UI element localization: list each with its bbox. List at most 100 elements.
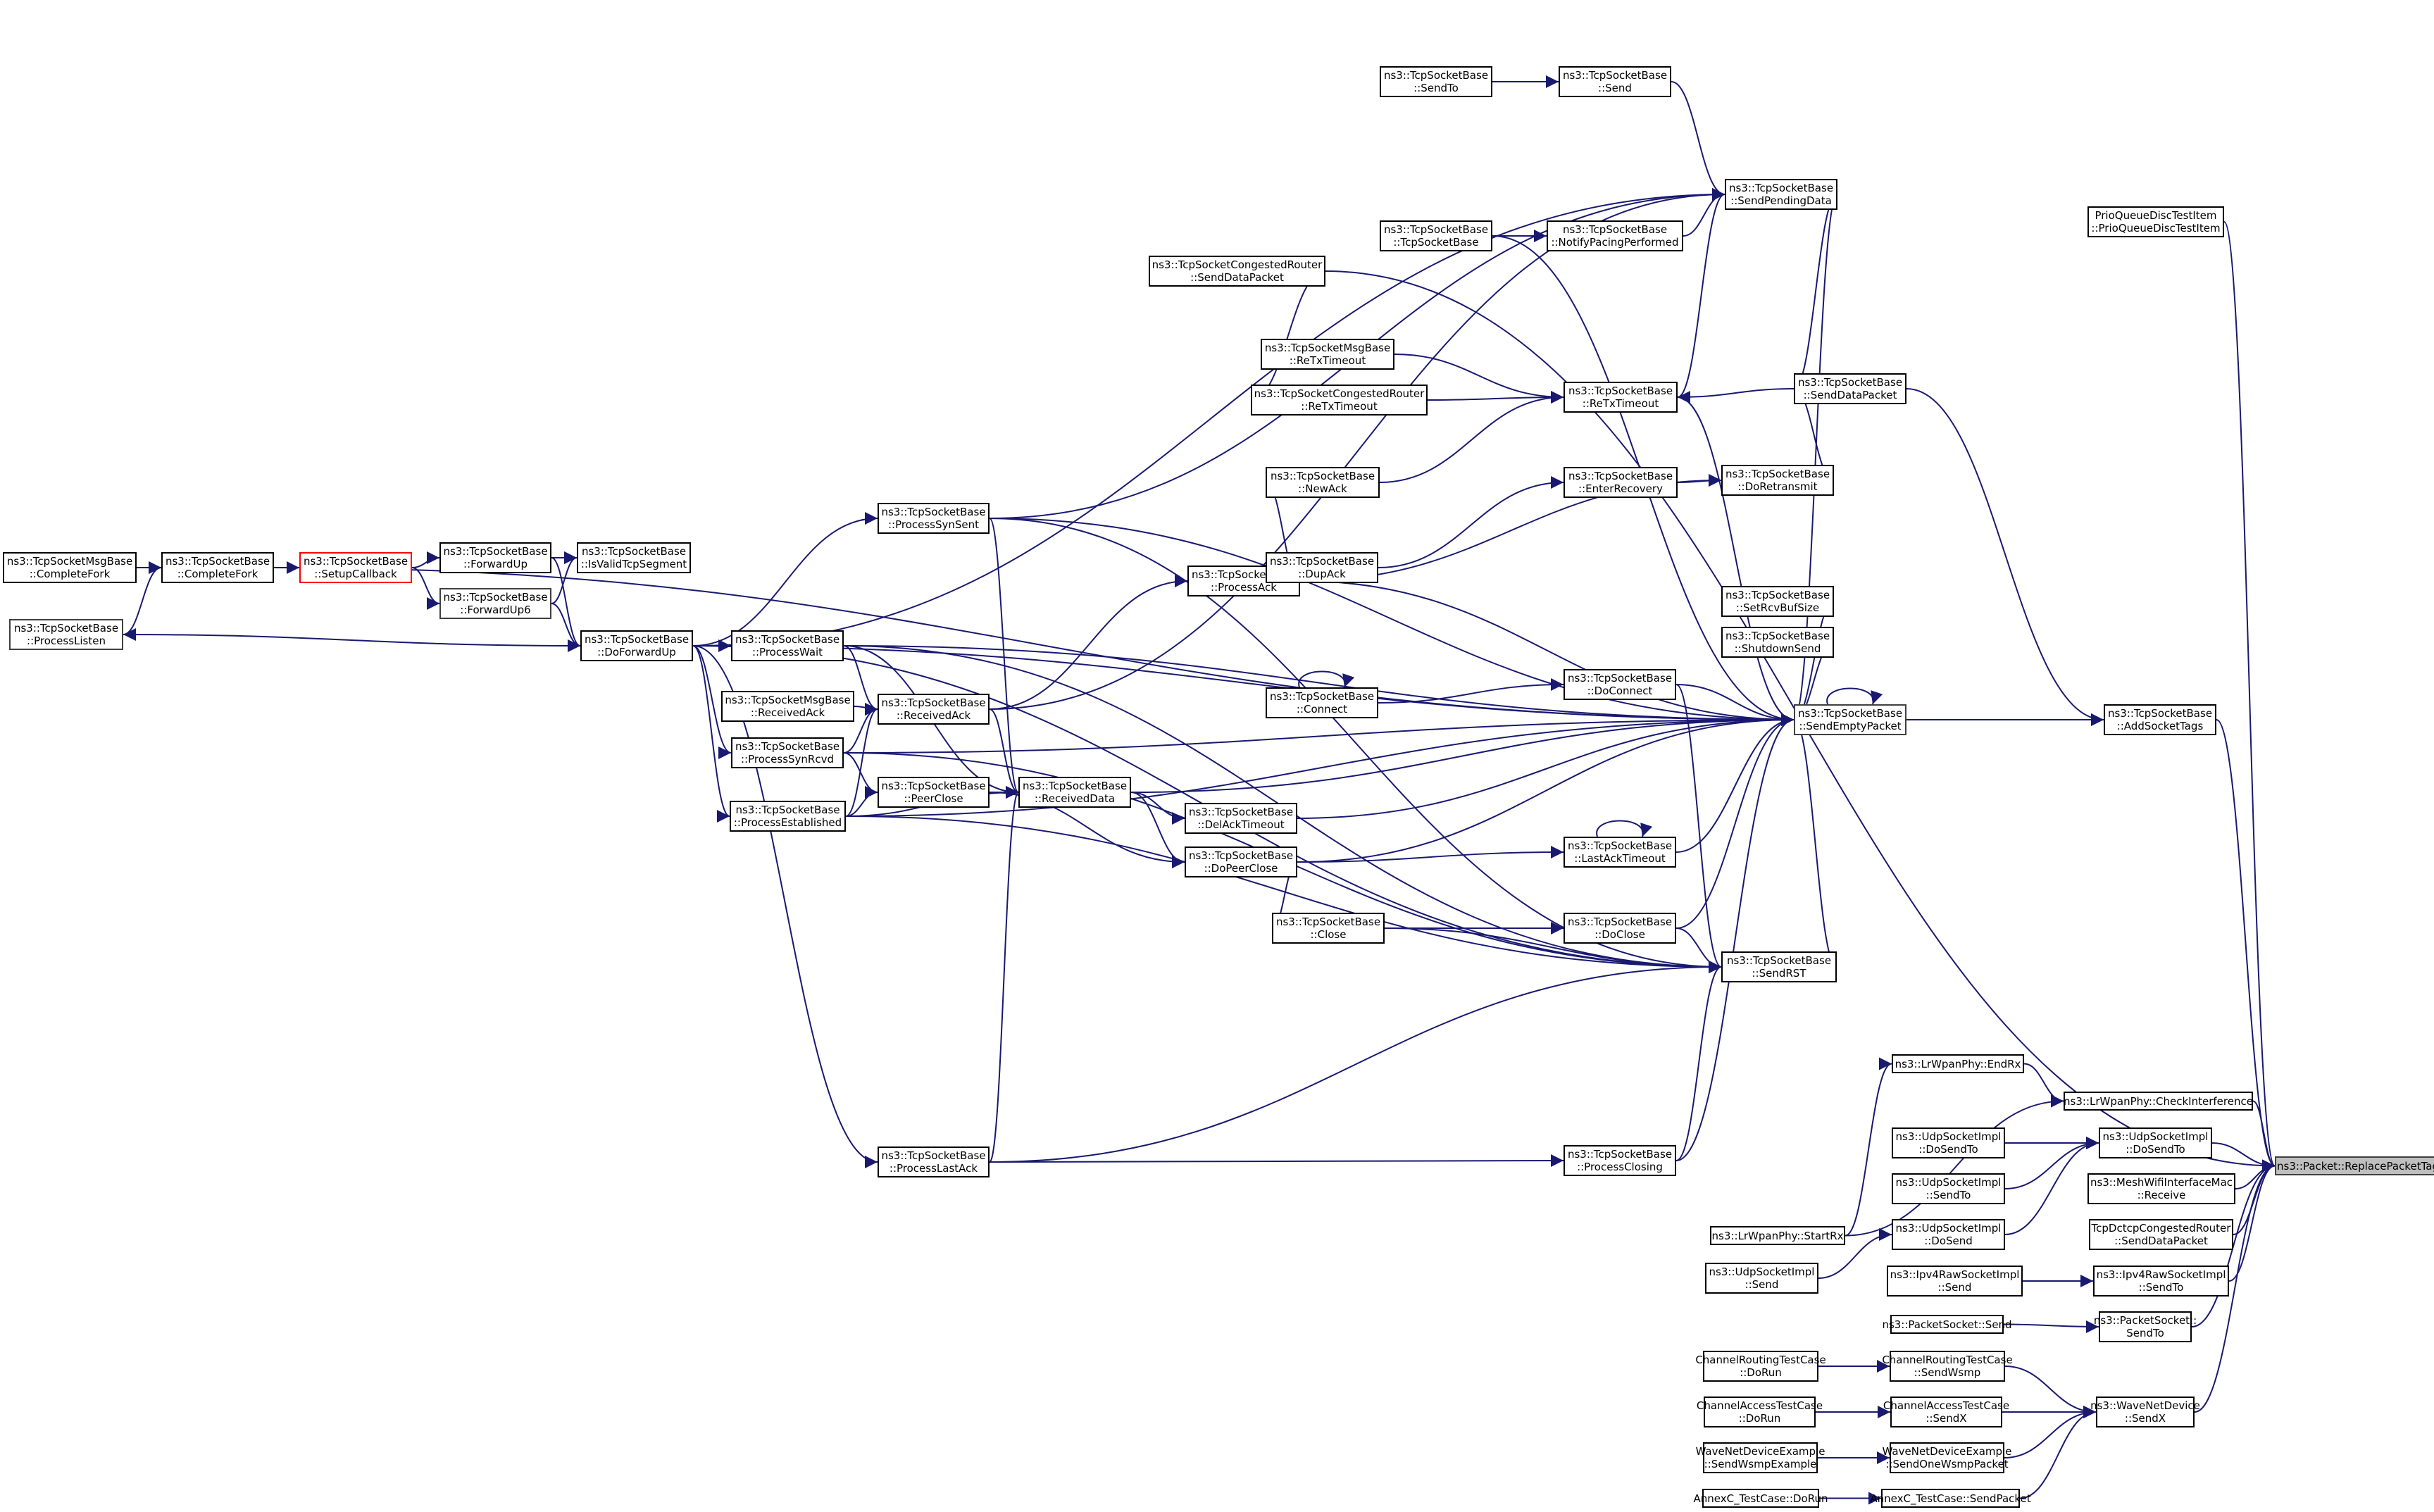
- edge-packetsocket_send-to-packetsocket_sendto: [2003, 1320, 2099, 1333]
- node-processwait[interactable]: ns3::TcpSocketBase::ProcessWait: [731, 630, 844, 661]
- node-lrwpanphy-checkinterference[interactable]: ns3::LrWpanPhy::CheckInterference: [2064, 1092, 2253, 1111]
- node-dupack[interactable]: ns3::TcpSocketBase::DupAck: [1266, 552, 1378, 583]
- node-setrcvbufsize[interactable]: ns3::TcpSocketBase::SetRcvBufSize: [1721, 586, 1834, 617]
- node-channelroutingtestcase-dorun[interactable]: ChannelRoutingTestCase::DoRun: [1695, 1351, 1826, 1382]
- node-sendpendingdata[interactable]: ns3::TcpSocketBase::SendPendingData: [1725, 179, 1837, 210]
- node-processestablished[interactable]: ns3::TcpSocketBase::ProcessEstablished: [730, 801, 846, 832]
- node-processclosing[interactable]: ns3::TcpSocketBase::ProcessClosing: [1564, 1145, 1676, 1176]
- edge-doforwardup-to-sendemptypacket: [692, 645, 1795, 726]
- node-udpsocketimpl-dosend[interactable]: ns3::UdpSocketImpl::DoSend: [1892, 1219, 2005, 1250]
- node-label-line: ns3::LrWpanPhy::CheckInterference: [2064, 1094, 2253, 1108]
- node-channelaccesstestcase-sendx[interactable]: ChannelAccessTestCase::SendX: [1883, 1397, 2009, 1427]
- node-congestedrouter-senddatapacket[interactable]: ns3::TcpSocketCongestedRouter::SendDataP…: [1149, 256, 1325, 287]
- node-label-line: ns3::TcpSocketBase: [735, 804, 840, 816]
- node-peerclose[interactable]: ns3::TcpSocketBase::PeerClose: [878, 777, 990, 808]
- node-label-line: ns3::TcpSocketBase: [1562, 69, 1668, 82]
- node-receivedack[interactable]: ns3::TcpSocketBase::ReceivedAck: [878, 694, 990, 725]
- node-send[interactable]: ns3::TcpSocketBase::Send: [1559, 66, 1671, 97]
- node-wavenetdeviceexample-sendonewsmppacket[interactable]: WaveNetDeviceExample::SendOneWsmpPacket: [1883, 1442, 2011, 1473]
- node-doclose[interactable]: ns3::TcpSocketBase::DoClose: [1564, 913, 1676, 944]
- node-sendemptypacket[interactable]: ns3::TcpSocketBase::SendEmptyPacket: [1794, 704, 1906, 735]
- node-connect[interactable]: ns3::TcpSocketBase::Connect: [1266, 687, 1378, 718]
- node-label-line: ns3::TcpSocketBase: [881, 1149, 986, 1162]
- node-senddatapacket[interactable]: ns3::TcpSocketBase::SendDataPacket: [1794, 373, 1906, 404]
- edge-setupcallback-to-forwardup6: [411, 567, 440, 610]
- node-lastacktimeout[interactable]: ns3::TcpSocketBase::LastAckTimeout: [1564, 837, 1676, 868]
- node-label-line: ::AddSocketTags: [2116, 720, 2204, 732]
- node-enterrecovery[interactable]: ns3::TcpSocketBase::EnterRecovery: [1564, 467, 1678, 498]
- node-label-line: ::Close: [1310, 928, 1347, 941]
- node-channelroutingtestcase-sendwsmp[interactable]: ChannelRoutingTestCase::SendWsmp: [1882, 1351, 2013, 1382]
- node-label-line: ::EnterRecovery: [1578, 482, 1663, 495]
- node-doretransmit[interactable]: ns3::TcpSocketBase::DoRetransmit: [1721, 465, 1834, 496]
- node-sendto[interactable]: ns3::TcpSocketBase::SendTo: [1380, 66, 1492, 97]
- node-setupcallback[interactable]: ns3::TcpSocketBase::SetupCallback: [299, 552, 412, 583]
- node-tcpsocketmsgbase-retxtimeout[interactable]: ns3::TcpSocketMsgBase::ReTxTimeout: [1261, 339, 1394, 370]
- edge-processestablished-to-sendemptypacket: [845, 713, 1795, 817]
- node-congestedrouter-retxtimeout[interactable]: ns3::TcpSocketCongestedRouter::ReTxTimeo…: [1251, 385, 1428, 416]
- node-label-line: ::Send: [1745, 1278, 1779, 1291]
- node-retxtimeout[interactable]: ns3::TcpSocketBase::ReTxTimeout: [1564, 382, 1678, 413]
- edge-lastacktimeout-to-lastacktimeout: [1596, 820, 1653, 837]
- node-newack[interactable]: ns3::TcpSocketBase::NewAck: [1266, 467, 1380, 498]
- edge-udp_send-to-udp_dosend: [1818, 1228, 1892, 1279]
- node-close[interactable]: ns3::TcpSocketBase::Close: [1272, 913, 1385, 944]
- node-meshwifiinterfacemac-receive[interactable]: ns3::MeshWifiInterfaceMac::Receive: [2087, 1173, 2235, 1204]
- node-ipv4rawsocketimpl-sendto[interactable]: ns3::Ipv4RawSocketImpl::SendTo: [2093, 1266, 2229, 1297]
- node-shutdownsend[interactable]: ns3::TcpSocketBase::ShutdownSend: [1721, 627, 1834, 658]
- node-lrwpanphy-endrx[interactable]: ns3::LrWpanPhy::EndRx: [1892, 1054, 2024, 1073]
- node-dopeerclose[interactable]: ns3::TcpSocketBase::DoPeerClose: [1185, 846, 1297, 877]
- node-isvalidtcpsegment[interactable]: ns3::TcpSocketBase::IsValidTcpSegment: [577, 542, 691, 573]
- node-forwardup6[interactable]: ns3::TcpSocketBase::ForwardUp6: [439, 588, 551, 619]
- node-label-line: ::LastAckTimeout: [1574, 852, 1666, 865]
- node-processsynsent[interactable]: ns3::TcpSocketBase::ProcessSynSent: [878, 503, 990, 534]
- node-packetsocket-send[interactable]: ns3::PacketSocket::Send: [1882, 1315, 2012, 1334]
- edge-doforwardup-to-sendpendingdata: [692, 188, 1725, 646]
- edge-receiveddata-to-sendemptypacket: [1130, 713, 1795, 793]
- node-prioqueuedisctestitem[interactable]: PrioQueueDiscTestItem::PrioQueueDiscTest…: [2087, 206, 2224, 237]
- node-doforwardup[interactable]: ns3::TcpSocketBase::DoForwardUp: [580, 630, 693, 661]
- node-annexc-testcase-dorun[interactable]: AnnexC_TestCase::DoRun: [1694, 1489, 1828, 1508]
- node-label-line: ns3::TcpSocketMsgBase: [725, 694, 851, 706]
- node-delacktimeout[interactable]: ns3::TcpSocketBase::DelAckTimeout: [1185, 803, 1297, 834]
- node-forwardup[interactable]: ns3::TcpSocketBase::ForwardUp: [439, 542, 551, 573]
- node-wavenetdevice-sendx[interactable]: ns3::WaveNetDevice::SendX: [2090, 1397, 2200, 1427]
- node-processsynrcvd[interactable]: ns3::TcpSocketBase::ProcessSynRcvd: [731, 737, 844, 768]
- node-ipv4rawsocketimpl-send[interactable]: ns3::Ipv4RawSocketImpl::Send: [1887, 1266, 2023, 1297]
- node-channelaccesstestcase-dorun[interactable]: ChannelAccessTestCase::DoRun: [1697, 1397, 1823, 1427]
- node-label-line: ns3::Ipv4RawSocketImpl: [2096, 1268, 2226, 1281]
- node-udpsocketimpl-dosendto-caller[interactable]: ns3::UdpSocketImpl::DoSendTo: [1892, 1127, 2005, 1158]
- edge-prioqueue_item-to-replacepackettag: [2223, 221, 2276, 1172]
- node-tcpdctcpcongestedrouter-senddatapacket[interactable]: TcpDctcpCongestedRouter::SendDataPacket: [2089, 1219, 2233, 1250]
- node-label-line: PrioQueueDiscTestItem: [2095, 209, 2217, 222]
- node-lrwpanphy-startrx[interactable]: ns3::LrWpanPhy::StartRx: [1710, 1226, 1845, 1245]
- node-label-line: ::SendTo: [1413, 82, 1459, 94]
- node-processlastack[interactable]: ns3::TcpSocketBase::ProcessLastAck: [878, 1147, 990, 1177]
- node-tcpsocketmsgbase-receivedack[interactable]: ns3::TcpSocketMsgBase::ReceivedAck: [721, 691, 854, 722]
- node-addsockettags[interactable]: ns3::TcpSocketBase::AddSocketTags: [2104, 704, 2216, 735]
- node-label-line: ns3::TcpSocketMsgBase: [6, 555, 133, 568]
- node-wavenetdeviceexample-sendwsmpexample[interactable]: WaveNetDeviceExample::SendWsmpExample: [1696, 1442, 1825, 1473]
- node-tcpsocketmsgbase-completefork[interactable]: ns3::TcpSocketMsgBase::CompleteFork: [3, 552, 137, 583]
- node-packetsocket-sendto[interactable]: ns3::PacketSocket::SendTo: [2094, 1311, 2197, 1342]
- node-replacepackettag-target[interactable]: ns3::Packet::ReplacePacketTag: [2275, 1156, 2434, 1175]
- node-processlisten[interactable]: ns3::TcpSocketBase::ProcessListen: [9, 619, 123, 650]
- node-label-line: ns3::UdpSocketImpl: [2102, 1130, 2209, 1143]
- node-tcpsocketbase-constructor[interactable]: ns3::TcpSocketBase::TcpSocketBase: [1380, 220, 1492, 251]
- node-receiveddata[interactable]: ns3::TcpSocketBase::ReceivedData: [1018, 777, 1131, 808]
- node-sendrst[interactable]: ns3::TcpSocketBase::SendRST: [1721, 951, 1837, 982]
- node-doconnect[interactable]: ns3::TcpSocketBase::DoConnect: [1564, 669, 1676, 700]
- node-label-line: ::ProcessSynSent: [887, 518, 980, 531]
- edge-processclosing-to-sendrst: [1675, 961, 1722, 1161]
- node-completefork[interactable]: ns3::TcpSocketBase::CompleteFork: [161, 552, 274, 583]
- node-label-line: ::ReceivedAck: [750, 706, 825, 719]
- node-udpsocketimpl-send[interactable]: ns3::UdpSocketImpl::Send: [1705, 1263, 1818, 1294]
- node-label-line: ::SendX: [1926, 1412, 1967, 1425]
- node-notifypacingperformed[interactable]: ns3::TcpSocketBase::NotifyPacingPerforme…: [1547, 220, 1683, 251]
- node-udpsocketimpl-dosendto[interactable]: ns3::UdpSocketImpl::DoSendTo: [2099, 1127, 2212, 1158]
- node-label-line: ns3::TcpSocketBase: [1269, 555, 1375, 568]
- node-annexc-testcase-sendpacket[interactable]: AnnexC_TestCase::SendPacket: [1870, 1489, 2031, 1508]
- node-label-line: ::Send: [1937, 1281, 1972, 1294]
- edge-doconnect-to-sendemptypacket: [1675, 684, 1795, 726]
- node-udpsocketimpl-sendto[interactable]: ns3::UdpSocketImpl::SendTo: [1892, 1173, 2005, 1204]
